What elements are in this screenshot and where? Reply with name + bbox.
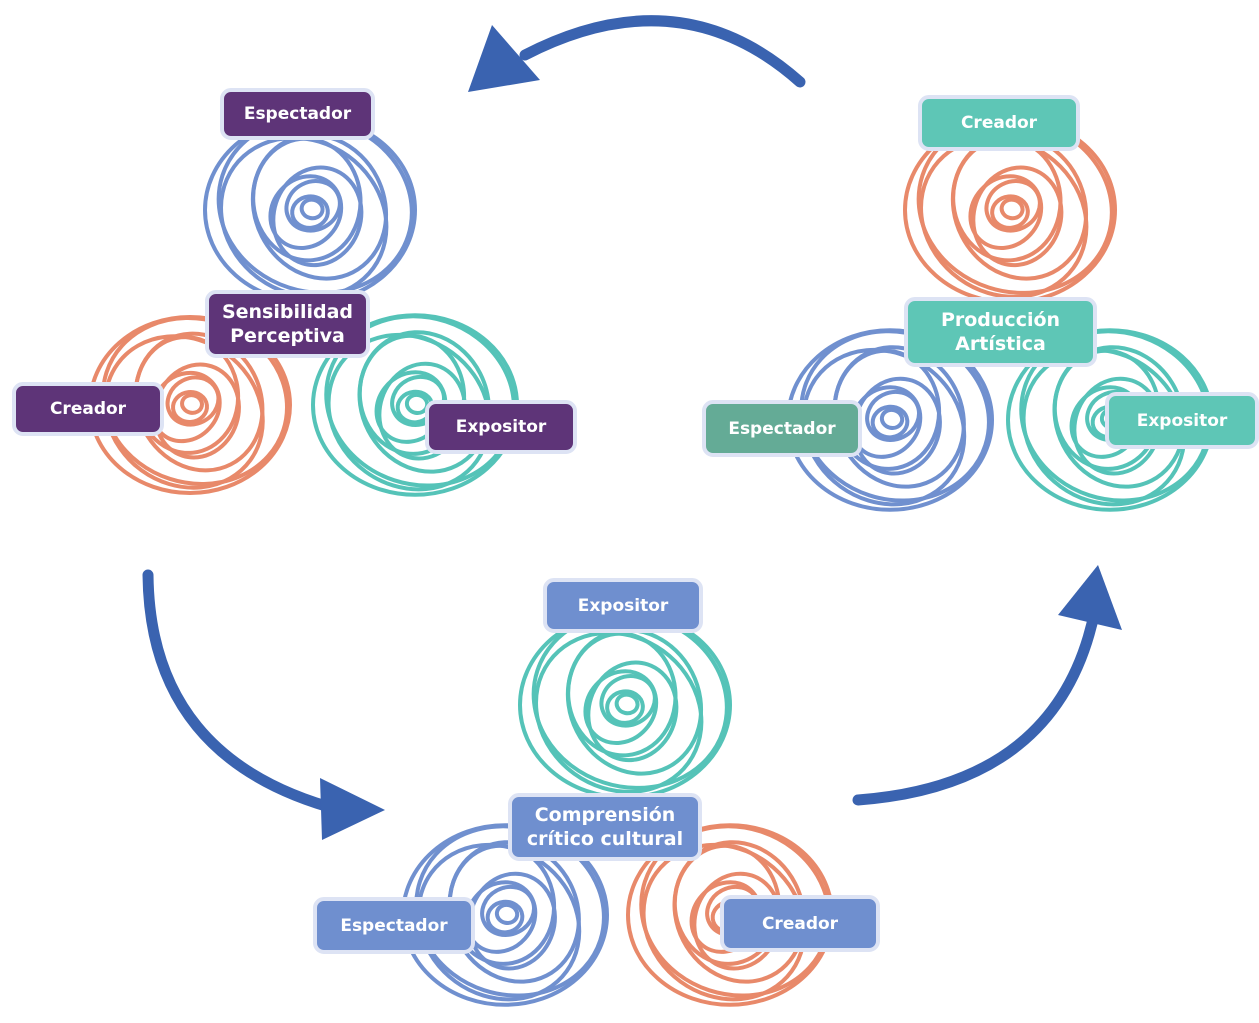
produccion-top-label: Creador <box>918 95 1080 151</box>
comprension-left-label: Espectador <box>313 897 475 954</box>
scribble-sensibilidad-teal <box>311 313 519 497</box>
sensibilidad-left-label: Creador <box>12 382 164 436</box>
arrow-top <box>468 15 806 92</box>
produccion-center-label: Producción Artística <box>904 297 1097 367</box>
sensibilidad-right-label: Expositor <box>425 400 577 454</box>
comprension-top-label: Expositor <box>543 578 703 633</box>
sensibilidad-center-label: Sensibilidad Perceptiva <box>205 290 370 358</box>
arrow-left <box>142 569 385 840</box>
arrow-right <box>852 565 1122 806</box>
comprension-right-label: Creador <box>720 895 880 952</box>
comprension-center-label: Comprensión crítico cultural <box>508 793 702 861</box>
sensibilidad-top-label: Espectador <box>220 88 375 140</box>
produccion-right-label: Expositor <box>1105 392 1259 449</box>
produccion-left-label: Espectador <box>702 400 862 457</box>
